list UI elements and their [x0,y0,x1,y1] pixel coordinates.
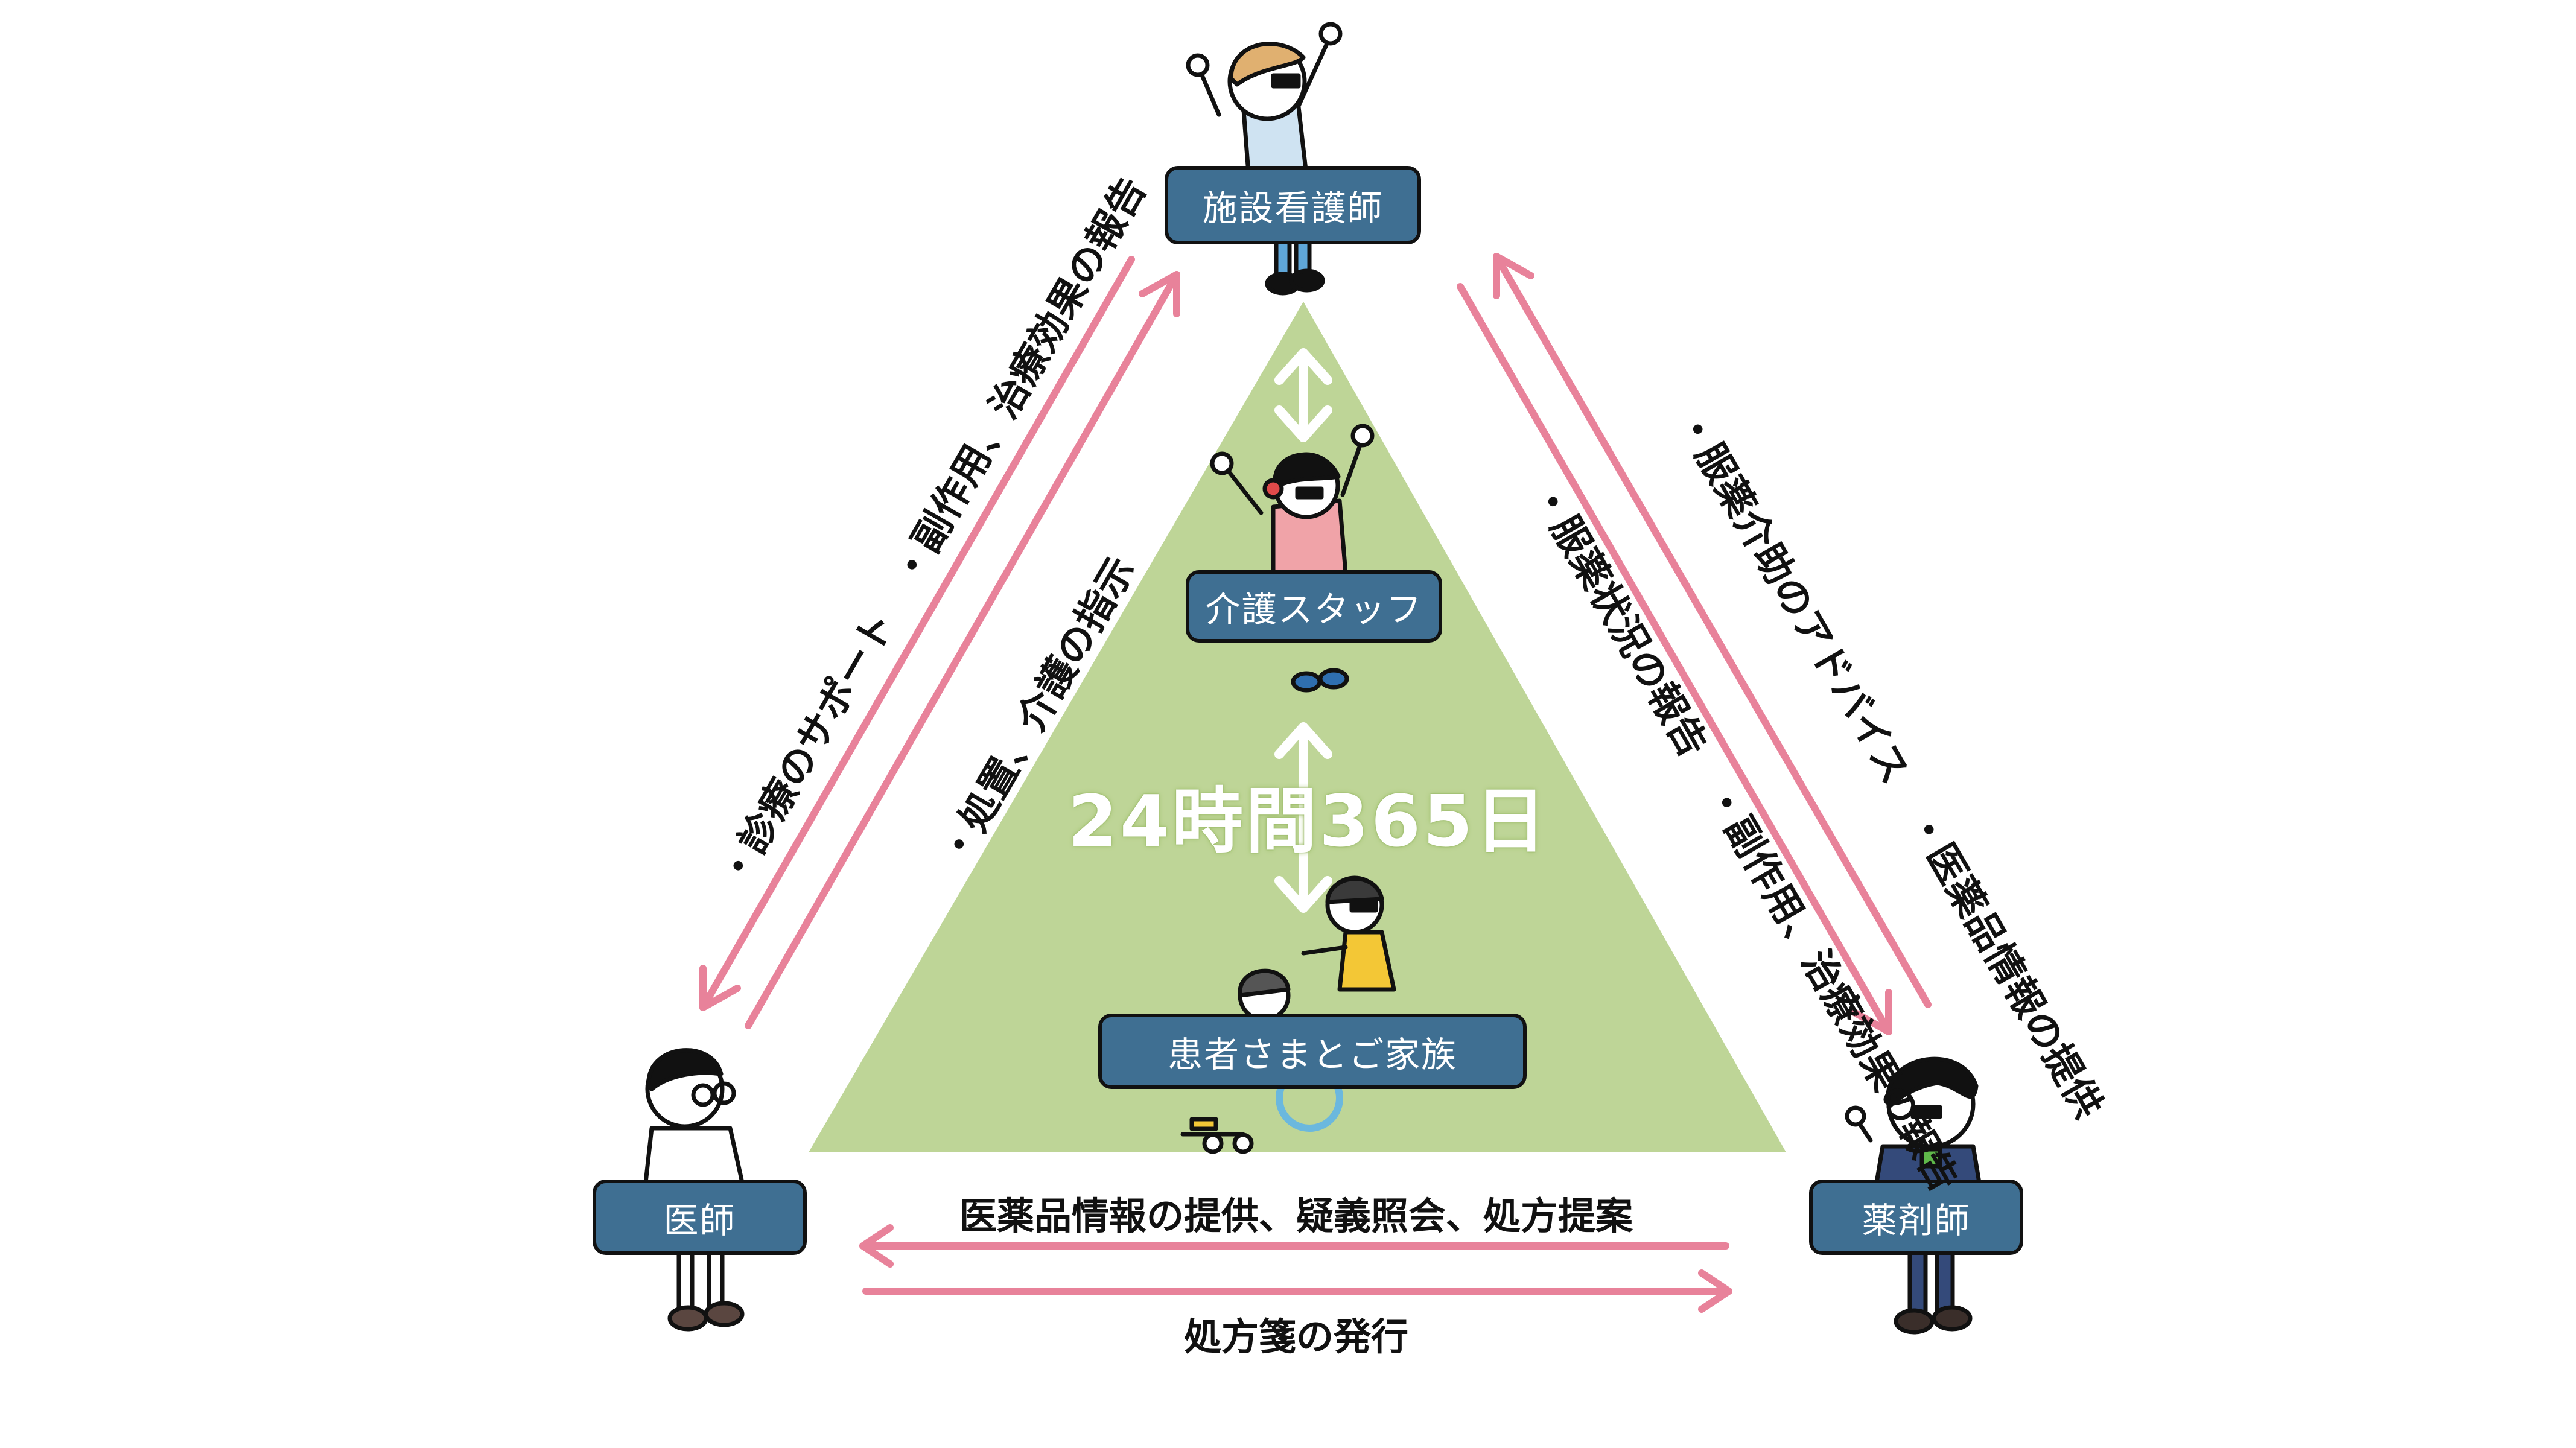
arrow-pharmacist-to-doctor [859,1224,1729,1268]
arrow-nurse-to-pharmacist [1457,283,1892,1035]
arrow-pharmacist-to-nurse [1493,253,1932,1008]
arrow-nurse-to-doctor [699,256,1135,1011]
arrow-doctor-to-pharmacist [862,1269,1732,1313]
doctor-label: 医師 [593,1180,807,1255]
nurse-label: 施設看護師 [1165,166,1421,244]
around-the-clock-label: 24時間365日 [1067,780,1549,863]
care-patient-double-arrow [1274,722,1332,913]
arrow-doctor-to-nurse [745,271,1180,1029]
pharmacist-figure [1845,1056,1982,1335]
doctor-figure [643,1048,745,1332]
pharmacist-label: 薬剤師 [1809,1180,2023,1255]
patient-family-label: 患者さまとご家族 [1098,1014,1527,1089]
care-staff-label: 介護スタッフ [1186,570,1442,643]
nurse-figure [1186,22,1343,296]
nurse-care-double-arrow [1274,348,1332,442]
flow-pharmacist-to-doctor: 医薬品情報の提供、疑義照会、処方提案 [959,1194,1633,1238]
flow-doctor-to-pharmacist: 処方箋の発行 [1183,1315,1409,1359]
